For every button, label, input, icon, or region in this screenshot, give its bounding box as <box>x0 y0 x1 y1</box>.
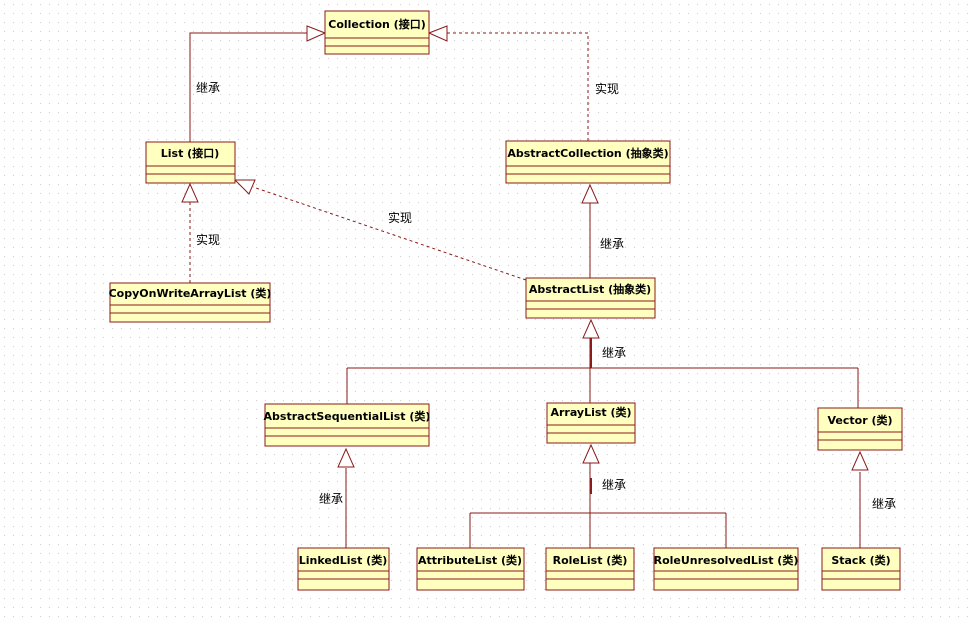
class-box-vector[interactable]: Vector (类) <box>817 407 903 451</box>
edge-labels: 继承 实现 实现 实现 继承 继承 继承 继承 继承 <box>196 81 896 511</box>
edge-abstract-collection-to-collection[interactable] <box>447 32 589 141</box>
arrowhead-list-bottom <box>181 182 199 203</box>
label-copy-on-write-to-list: 实现 <box>196 232 220 247</box>
class-name-abstract-sequential-list: AbstractSequentialList (类) <box>264 409 431 423</box>
class-name-linked-list: LinkedList (类) <box>299 553 387 567</box>
edge-children-to-array-list[interactable] <box>469 463 727 548</box>
class-boxes: Collection (接口) List (接口) AbstractCollec… <box>109 10 903 591</box>
class-box-abstract-collection[interactable]: AbstractCollection (抽象类) <box>505 140 671 184</box>
class-box-abstract-sequential-list[interactable]: AbstractSequentialList (类) <box>264 403 431 447</box>
edges <box>189 32 861 548</box>
class-name-stack: Stack (类) <box>831 553 890 567</box>
class-name-role-list: RoleList (类) <box>553 553 628 567</box>
arrowhead-collection-right <box>427 25 448 42</box>
arrowhead-list-right <box>233 179 256 195</box>
class-name-array-list: ArrayList (类) <box>550 405 631 419</box>
class-box-linked-list[interactable]: LinkedList (类) <box>297 547 390 591</box>
label-abstract-list-to-abstract-collection: 继承 <box>600 237 624 251</box>
label-abstract-list-to-list: 实现 <box>388 210 412 225</box>
edge-abstract-list-to-list[interactable] <box>252 186 527 281</box>
arrowhead-vector-bottom <box>851 450 869 471</box>
arrowhead-abstract-list-bottom <box>582 318 600 339</box>
class-box-stack[interactable]: Stack (类) <box>821 547 901 591</box>
arrowheads <box>181 25 869 471</box>
edge-list-to-collection[interactable] <box>189 32 307 143</box>
class-box-list[interactable]: List (接口) <box>145 141 236 184</box>
label-stack-to-vector: 继承 <box>872 497 896 511</box>
arrowhead-collection-left <box>306 25 327 42</box>
label-abstract-collection-to-collection: 实现 <box>595 81 619 96</box>
class-name-copy-on-write-array-list: CopyOnWriteArrayList (类) <box>109 286 272 300</box>
class-name-role-unresolved-list: RoleUnresolvedList (类) <box>654 553 799 567</box>
class-name-collection: Collection (接口) <box>328 17 425 31</box>
class-box-copy-on-write-array-list[interactable]: CopyOnWriteArrayList (类) <box>109 282 272 323</box>
class-name-list: List (接口) <box>161 146 219 160</box>
label-children-to-array-list: 继承 <box>602 478 626 492</box>
class-box-role-unresolved-list[interactable]: RoleUnresolvedList (类) <box>653 547 799 591</box>
class-box-attribute-list[interactable]: AttributeList (类) <box>416 547 525 591</box>
class-box-abstract-list[interactable]: AbstractList (抽象类) <box>525 277 656 319</box>
class-name-abstract-list: AbstractList (抽象类) <box>529 282 651 296</box>
class-name-abstract-collection: AbstractCollection (抽象类) <box>507 146 668 160</box>
label-list-to-collection: 继承 <box>196 81 220 95</box>
label-children-to-abstract-list: 继承 <box>602 346 626 360</box>
class-name-attribute-list: AttributeList (类) <box>418 553 522 567</box>
arrowhead-abstract-collection-bottom <box>581 183 599 204</box>
arrowhead-array-list-bottom <box>582 443 600 464</box>
arrowhead-abstract-sequential-list-bottom <box>337 447 355 468</box>
edge-children-to-abstract-list[interactable] <box>346 338 859 408</box>
class-box-role-list[interactable]: RoleList (类) <box>545 547 635 591</box>
class-name-vector: Vector (类) <box>827 413 892 427</box>
label-linked-list-to-abstract-sequential-list: 继承 <box>319 492 343 506</box>
class-box-collection[interactable]: Collection (接口) <box>324 10 430 55</box>
class-box-array-list[interactable]: ArrayList (类) <box>546 402 636 444</box>
